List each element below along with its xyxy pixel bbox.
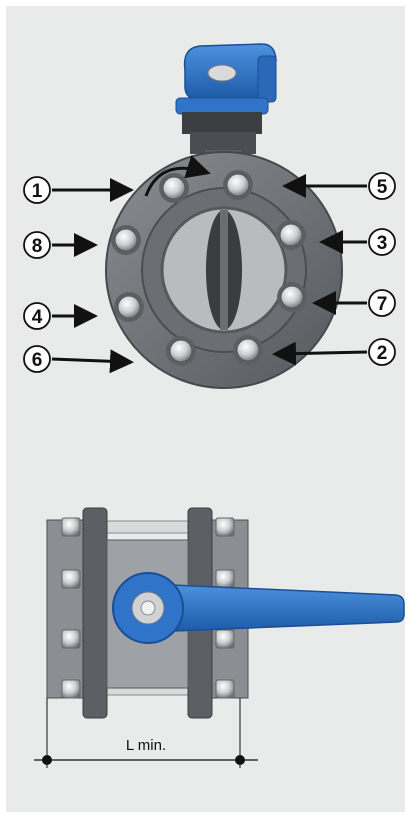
svg-text:1: 1 <box>32 181 43 202</box>
callout-5: 5 <box>282 172 396 200</box>
rotation-arrow-icon <box>144 155 211 197</box>
callout-3: 3 <box>319 228 396 256</box>
arrow-left-icon <box>272 341 368 366</box>
bolt-1 <box>159 173 189 203</box>
handle-top <box>175 43 277 115</box>
callout-1: 1 <box>23 176 134 204</box>
dimension-dot-right <box>235 755 245 765</box>
callout-7: 7 <box>312 289 396 317</box>
svg-text:3: 3 <box>377 233 388 254</box>
flange-bolts <box>111 170 307 366</box>
arrow-right-icon <box>51 349 134 374</box>
left-pipe-flange <box>46 519 84 699</box>
bolt-8 <box>111 225 141 255</box>
bolt-6 <box>166 336 196 366</box>
valve-stem <box>220 210 228 330</box>
svg-text:4: 4 <box>32 307 43 328</box>
bolt-2 <box>233 335 263 365</box>
left-valve-flange <box>82 507 108 719</box>
callout-2: 2 <box>272 338 396 366</box>
bolt-4 <box>114 292 144 322</box>
callouts: 1 8 4 6 5 3 7 <box>23 172 396 374</box>
bolt-5 <box>223 170 253 200</box>
callout-6: 6 <box>23 345 134 374</box>
lever-handle <box>112 572 405 644</box>
callout-4: 4 <box>23 302 98 330</box>
svg-text:7: 7 <box>377 294 388 315</box>
valve-neck <box>182 112 262 164</box>
svg-text:5: 5 <box>377 177 388 198</box>
callout-8: 8 <box>23 231 98 259</box>
dimension-dot-left <box>42 755 52 765</box>
valve-side-view <box>46 507 405 719</box>
side-nuts <box>61 517 235 699</box>
dimension-lmin: L min. <box>34 698 258 768</box>
svg-text:6: 6 <box>32 350 43 371</box>
bolt-7 <box>277 282 307 312</box>
svg-text:8: 8 <box>32 236 43 257</box>
svg-text:2: 2 <box>377 343 388 364</box>
dimension-label: L min. <box>126 737 166 754</box>
valve-front-view <box>105 43 343 389</box>
bolt-3 <box>276 220 306 250</box>
